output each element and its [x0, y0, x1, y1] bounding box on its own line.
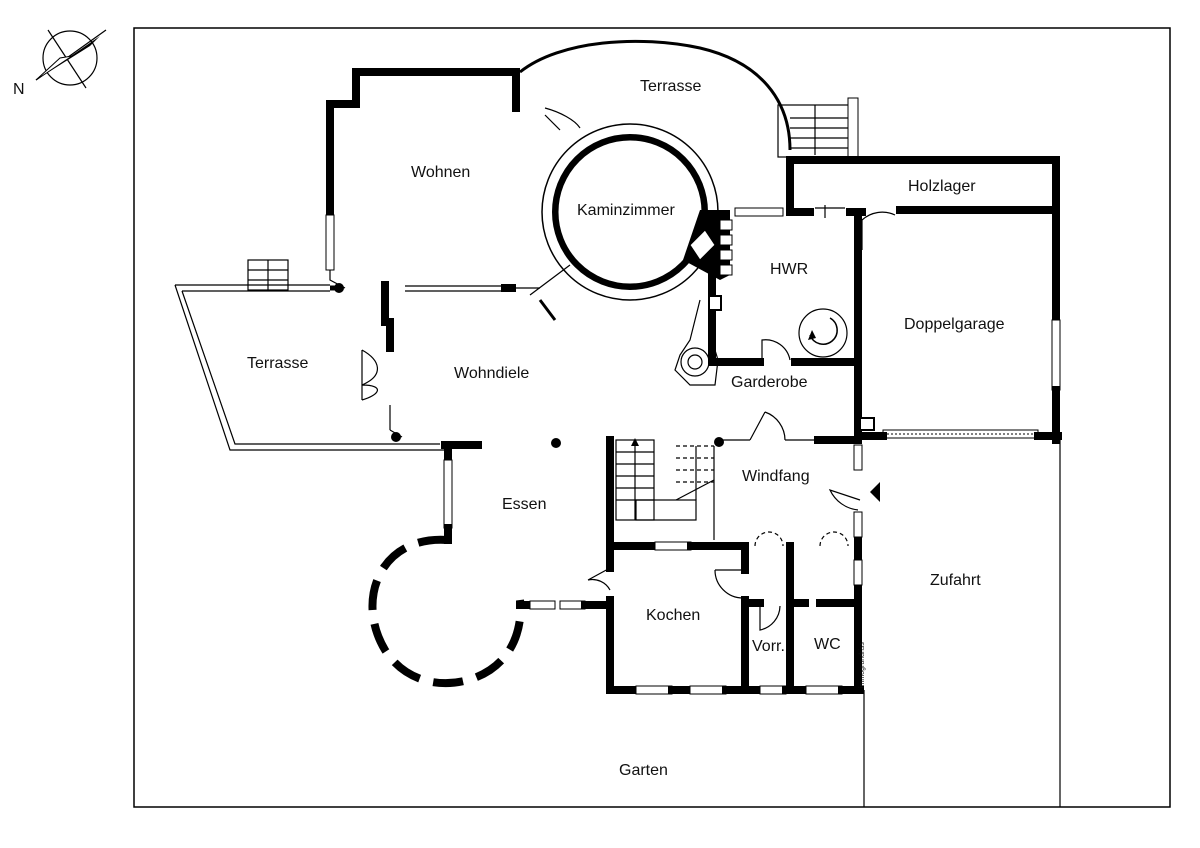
- stove-icon: [674, 299, 719, 386]
- holzlager-walls: [786, 156, 1060, 216]
- room-label-wohndiele: Wohndiele: [454, 365, 529, 382]
- room-label-hwr: HWR: [770, 261, 808, 278]
- terrace-top-outline: [519, 39, 792, 151]
- doppelgarage-walls: [854, 206, 1062, 444]
- room-label-terrasse-left: Terrasse: [247, 355, 308, 372]
- room-label-windfang: Windfang: [742, 468, 810, 485]
- room-label-essen: Essen: [502, 496, 546, 513]
- essen-walls: [368, 441, 614, 688]
- stairs-top: [777, 97, 859, 159]
- room-label-wc: WC: [814, 636, 841, 653]
- room-label-wohnen: Wohnen: [411, 164, 470, 181]
- room-label-holzlager: Holzlager: [908, 178, 976, 195]
- room-label-kochen: Kochen: [646, 607, 700, 624]
- wohnen-walls: [352, 68, 520, 112]
- room-label-zufahrt: Zufahrt: [930, 572, 981, 589]
- room-label-kaminzimmer: Kaminzimmer: [577, 202, 675, 219]
- compass-icon: N: [13, 29, 107, 98]
- kaminzimmer-walls: [529, 107, 719, 321]
- room-label-terrasse-top: Terrasse: [640, 78, 701, 95]
- room-label-vorr: Vorr.: [752, 638, 785, 655]
- watermark: immogrundriss: [859, 642, 866, 688]
- windfang-walls: [720, 411, 880, 538]
- main-stairs: [615, 438, 715, 540]
- hwr-walls: [708, 208, 896, 444]
- terrace-left: [174, 259, 445, 451]
- room-label-garderobe: Garderobe: [731, 374, 808, 391]
- compass-north-label: N: [13, 81, 25, 98]
- site-boundary: [133, 27, 1171, 808]
- room-label-doppelgarage: Doppelgarage: [904, 316, 1005, 333]
- kochen-walls: [587, 436, 864, 695]
- room-label-garten: Garten: [619, 762, 668, 779]
